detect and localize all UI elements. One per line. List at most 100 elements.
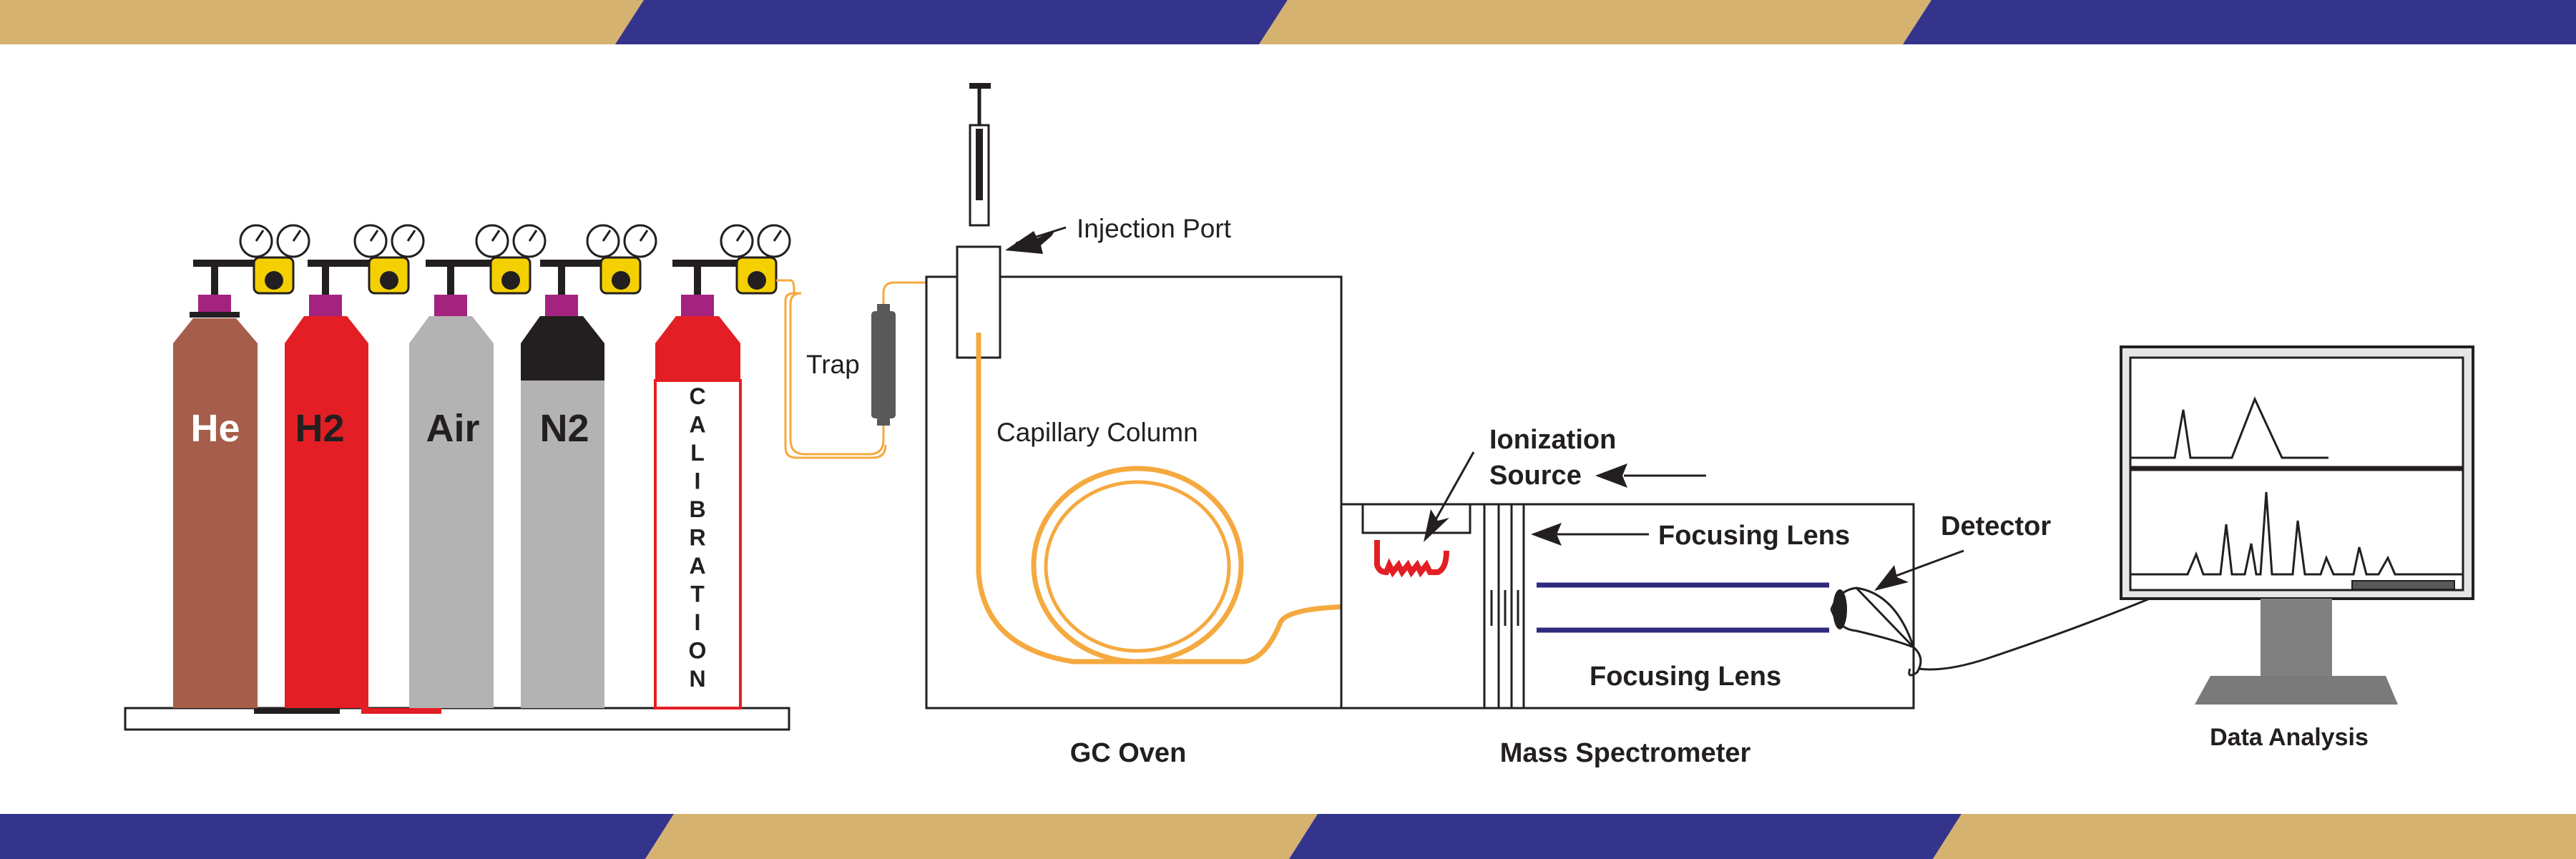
valve-cap-n2 <box>545 295 578 316</box>
arrow-icon <box>1424 509 1449 542</box>
bottom-band-gold-1 <box>645 814 1318 859</box>
regulator-3 <box>475 224 547 295</box>
calibration-letter: T <box>690 581 705 607</box>
cylinder-h2: H2 <box>285 295 368 708</box>
ionization-chamber <box>1361 503 1471 534</box>
top-band-gold-2 <box>1259 0 1931 44</box>
syringe <box>969 83 991 227</box>
monitor-stand <box>2195 676 2398 705</box>
capillary-column-label: Capillary Column <box>996 418 1198 447</box>
detector-callout: Detector <box>1874 511 2051 591</box>
arrow-icon <box>1874 565 1909 591</box>
arrow-icon <box>1595 463 1627 488</box>
top-band-navy-2 <box>1903 0 2576 44</box>
chromatogram-trace-top <box>2130 396 2328 459</box>
valve-cap-air <box>434 295 467 316</box>
trap-bottom-cap <box>877 416 890 426</box>
trap-body <box>871 311 896 418</box>
valve-stem-he <box>190 312 240 318</box>
focusing-lens-bottom-label: Focusing Lens <box>1590 662 1781 692</box>
cylinder-shoulder-n2 <box>521 316 604 381</box>
calibration-letter: O <box>689 638 707 664</box>
mass-spectrometer-label: Mass Spectrometer <box>1500 738 1751 768</box>
regulator-4 <box>586 224 657 295</box>
calibration-letter: L <box>690 440 705 466</box>
regulator-knob <box>265 271 283 290</box>
arrow-icon <box>1531 523 1562 546</box>
cylinder-he: He <box>173 295 258 708</box>
bottom-band-navy-1 <box>0 814 674 859</box>
top-band <box>0 0 2576 44</box>
regulators <box>239 224 791 295</box>
cylinder-air: Air <box>409 295 494 708</box>
calibration-letter: A <box>689 553 705 579</box>
bottom-band <box>0 814 2576 859</box>
arrow-icon <box>1005 230 1055 254</box>
calibration-letter: B <box>689 496 705 522</box>
regulator-1 <box>239 224 310 295</box>
top-band-navy-1 <box>615 0 1288 44</box>
column-coil <box>1031 466 1244 664</box>
shelf-shadow-1 <box>254 708 340 714</box>
capillary-column <box>976 333 1353 664</box>
regulator-knob <box>612 271 630 290</box>
ionization-label-line1: Ionization <box>1489 425 1616 455</box>
cylinder-n2: N2 <box>521 295 604 708</box>
gas-line-left-loop <box>784 292 887 459</box>
regulator-knob <box>501 271 520 290</box>
mass-spectrometer: Mass Spectrometer <box>1340 503 1922 768</box>
gc-oven-label: GC Oven <box>1070 738 1187 768</box>
regulator-5 <box>720 224 791 295</box>
trap: Trap <box>806 304 896 426</box>
data-analysis-label: Data Analysis <box>2210 724 2369 751</box>
cylinder-label-air: Air <box>426 407 479 450</box>
cylinder-body-n2 <box>521 316 604 708</box>
top-band-gold-1 <box>0 0 644 44</box>
data-analysis-monitor: Data Analysis <box>2120 345 2474 751</box>
cylinder-label-h2: H2 <box>295 407 344 450</box>
injection-port: Injection Port <box>956 214 1232 359</box>
cylinder-body-h2 <box>285 316 368 708</box>
manifold-pipes <box>193 260 744 295</box>
screen-taskbar <box>2351 580 2455 590</box>
bottom-band-navy-2 <box>1289 814 1962 859</box>
calibration-letter: R <box>689 525 705 551</box>
data-cable <box>1918 596 2154 671</box>
calibration-letter: N <box>689 666 705 692</box>
regulator-knob <box>748 271 766 290</box>
cylinder-label-n2: N2 <box>539 407 589 450</box>
ionization-label-line2: Source <box>1489 461 1582 491</box>
detector-disc <box>1833 589 1847 629</box>
calibration-letter: C <box>689 383 705 409</box>
monitor-screen <box>2129 356 2464 592</box>
detector-label: Detector <box>1941 511 2051 541</box>
injection-port-label: Injection Port <box>1077 214 1232 243</box>
valve-cap-calibration <box>681 295 714 316</box>
cylinder-body-calibration <box>654 379 742 710</box>
monitor-neck <box>2261 599 2332 676</box>
focusing-lens-callout: Focusing Lens Focusing Lens <box>1531 521 1850 692</box>
cylinder-shelf <box>124 707 790 731</box>
focusing-lens-top-label: Focusing Lens <box>1658 521 1850 551</box>
cylinder-shoulder-calibration <box>655 316 740 381</box>
column-coil-inner <box>1044 480 1231 653</box>
filament <box>1374 540 1449 578</box>
calibration-letter: I <box>695 468 701 494</box>
trap-top-cap <box>877 304 890 314</box>
syringe-plunger <box>976 129 983 200</box>
cylinder-body-he <box>173 318 258 708</box>
cylinder-body-air <box>409 316 494 708</box>
mass-spectrometer-box <box>1340 503 1915 710</box>
gas-line <box>776 279 962 456</box>
shelf-shadow-2 <box>361 708 441 714</box>
cylinder-label-he: He <box>190 407 240 450</box>
calibration-letter: I <box>695 609 701 635</box>
trap-label: Trap <box>806 350 860 379</box>
regulator-2 <box>353 224 425 295</box>
calibration-letter: A <box>689 412 705 438</box>
ionization-source-callout: Ionization Source <box>1424 425 1706 542</box>
